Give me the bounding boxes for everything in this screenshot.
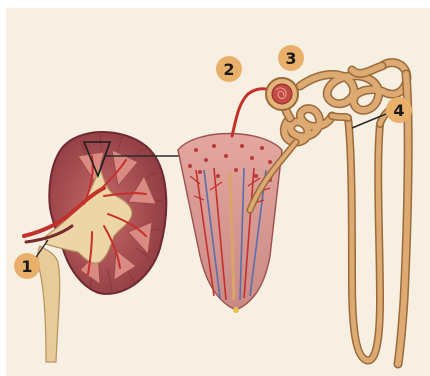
callout-label-2: 2 bbox=[223, 60, 234, 79]
callout-badge-2: 2 bbox=[216, 56, 242, 82]
callout-label-1: 1 bbox=[21, 257, 32, 276]
callout-badge-4: 4 bbox=[386, 97, 412, 123]
callout-label-3: 3 bbox=[285, 49, 296, 68]
glomerulus bbox=[266, 78, 298, 110]
callout-badge-1: 1 bbox=[14, 253, 40, 279]
callout-badge-3: 3 bbox=[278, 45, 304, 71]
callout-label-4: 4 bbox=[393, 101, 404, 120]
